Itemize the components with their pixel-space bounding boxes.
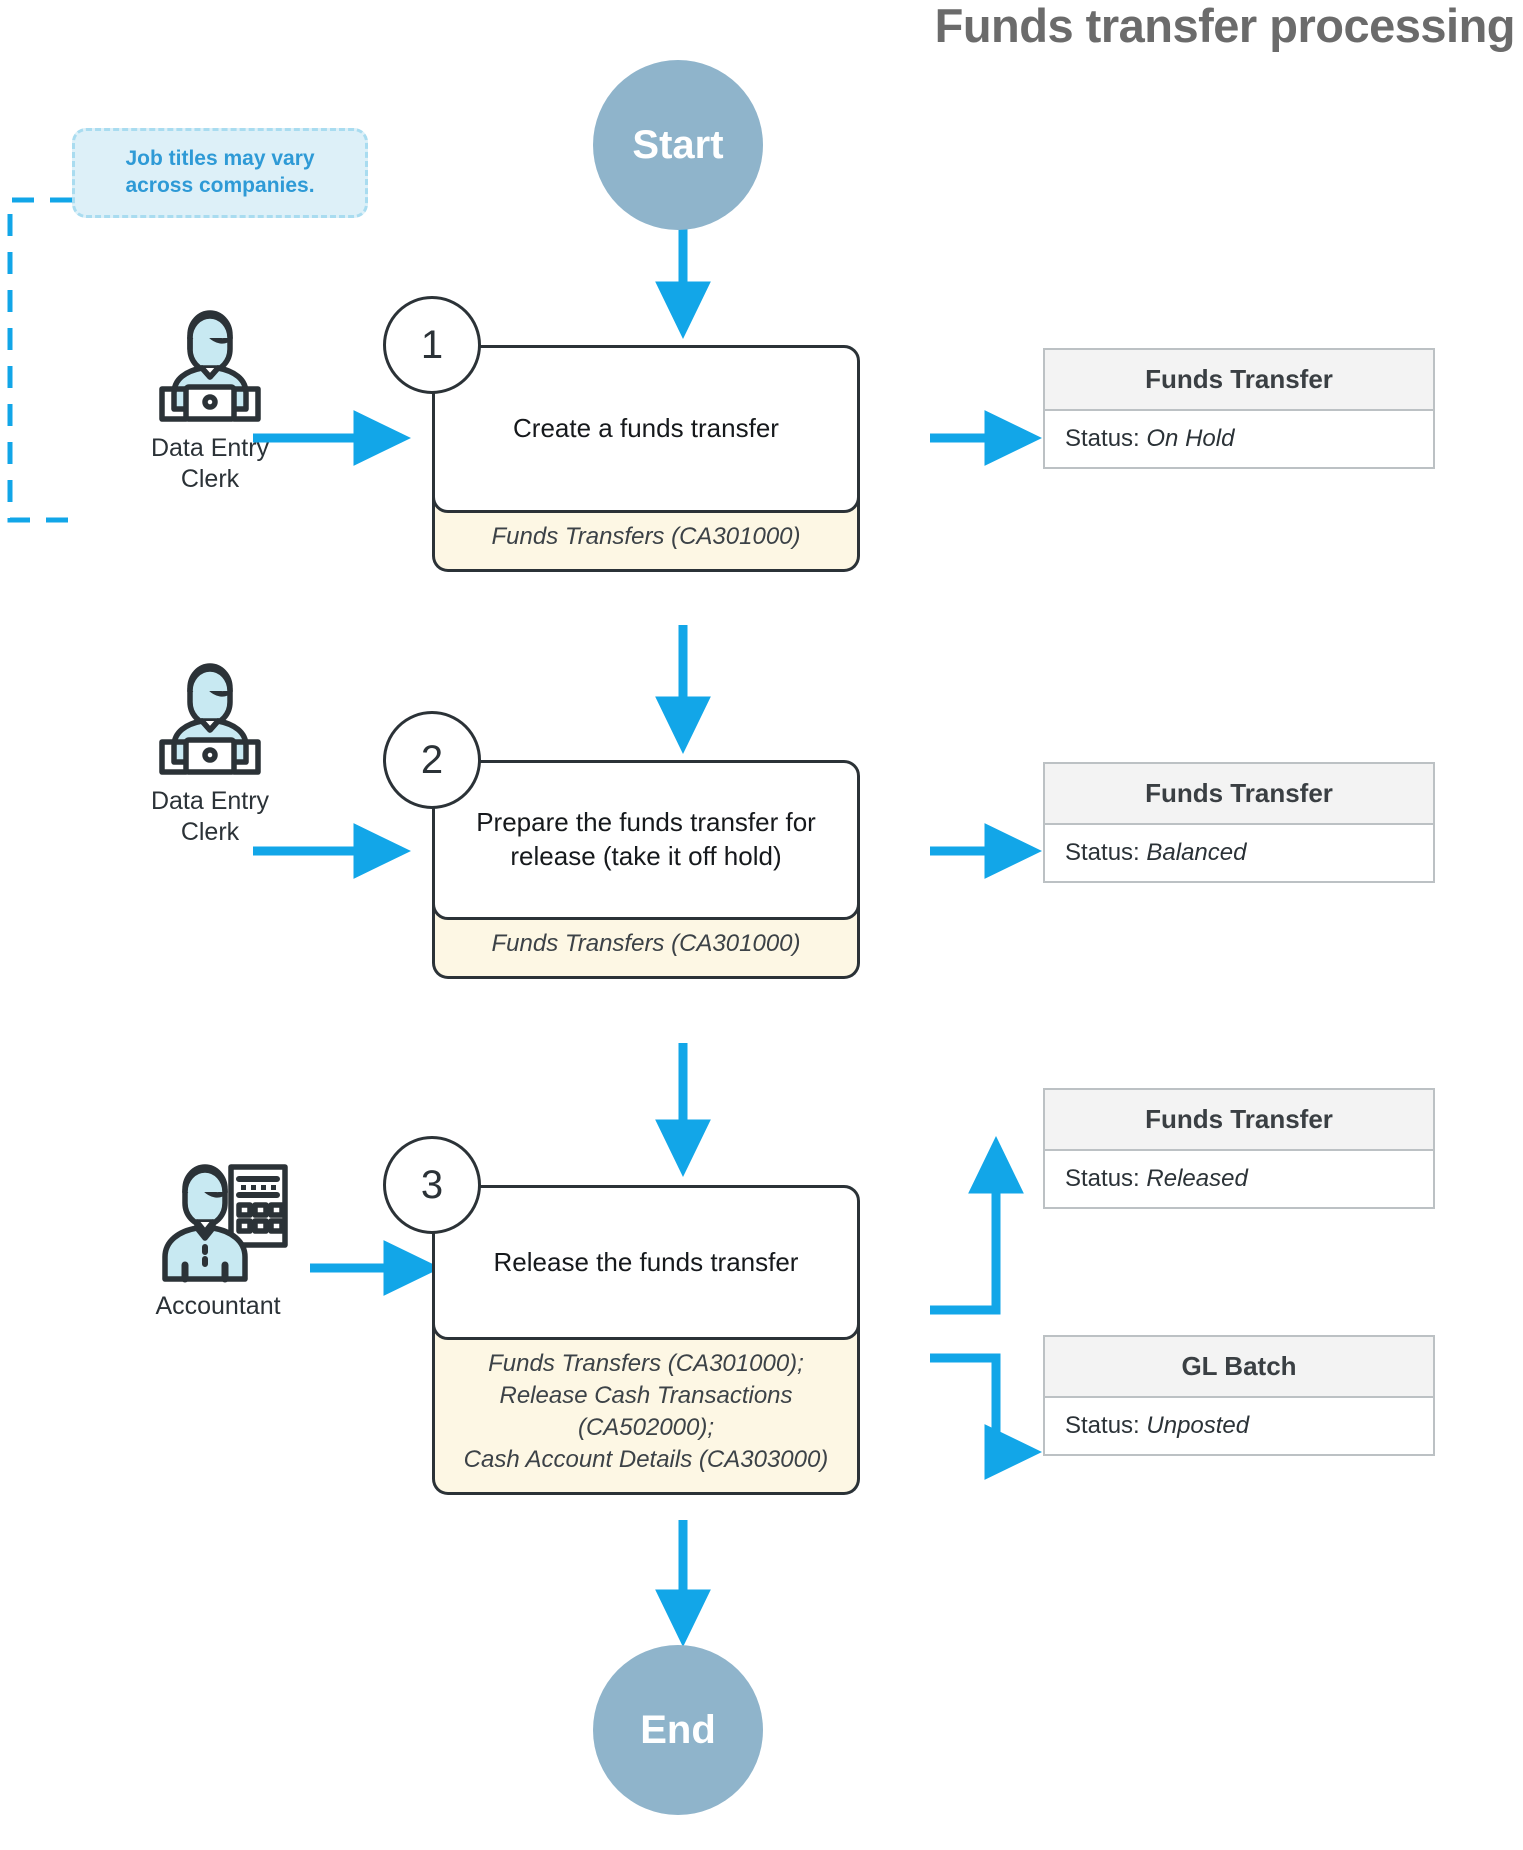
status-label: Status: [1065, 1412, 1140, 1439]
status-panel-value: Status: On Hold [1045, 411, 1433, 467]
process-step-1[interactable]: 1 Create a funds transfer Funds Transfer… [383, 296, 860, 572]
note-text: Job titles may vary across companies. [125, 147, 315, 197]
status-value: On Hold [1146, 425, 1235, 452]
actor-label: Data Entry Clerk [150, 434, 270, 493]
screen-reference: Cash Account Details (CA303000) [463, 1445, 829, 1473]
end-label: End [640, 1707, 716, 1752]
step-number-badge: 3 [383, 1136, 481, 1234]
screen-reference: Funds Transfers (CA301000) [491, 523, 801, 550]
note-connector-dashed [7, 197, 72, 523]
process-step-2[interactable]: 2 Prepare the funds transfer for release… [383, 711, 860, 979]
step-action-box[interactable]: 2 Prepare the funds transfer for release… [383, 711, 860, 920]
arrow-step3-to-status3 [930, 1136, 1024, 1315]
end-terminator: End [593, 1645, 763, 1815]
status-value: Released [1146, 1165, 1248, 1192]
actor-data-entry-clerk-2: Data Entry Clerk [110, 658, 310, 847]
status-value: Balanced [1146, 839, 1247, 866]
status-panel-title: GL Batch [1045, 1337, 1433, 1398]
step-action-box[interactable]: 3 Release the funds transfer [383, 1136, 860, 1340]
process-step-3[interactable]: 3 Release the funds transfer Funds Trans… [383, 1136, 860, 1495]
actor-data-entry-clerk-1: Data Entry Clerk [110, 305, 310, 494]
person-at-laptop-icon [159, 310, 261, 422]
step-action-text: Release the funds transfer [493, 1246, 799, 1277]
step-screen-references: Funds Transfers (CA301000); Release Cash… [432, 1324, 860, 1495]
actor-label: Accountant [155, 1292, 281, 1320]
step-action-text: Create a funds transfer [513, 413, 779, 444]
screen-reference: Funds Transfers (CA301000) [491, 930, 801, 957]
screen-reference: (CA502000); [577, 1413, 715, 1441]
person-at-laptop-icon [159, 663, 261, 775]
note-callout: Job titles may vary across companies. [72, 128, 368, 218]
step-action-text: Prepare the funds transfer for release (… [476, 807, 816, 871]
actor-accountant: Accountant [118, 1155, 318, 1322]
screen-reference: Release Cash Transactions [499, 1381, 793, 1409]
status-label: Status: [1065, 425, 1140, 452]
actor-label: Data Entry Clerk [150, 787, 270, 846]
start-label: Start [632, 122, 724, 167]
status-panel-value: Status: Balanced [1045, 825, 1433, 881]
status-panel-funds-transfer-on-hold: Funds Transfer Status: On Hold [1043, 348, 1435, 469]
status-panel-value: Status: Released [1045, 1151, 1433, 1207]
step-number-badge: 2 [383, 711, 481, 809]
status-value: Unposted [1146, 1412, 1250, 1439]
person-with-calculator-icon [162, 1164, 288, 1283]
status-panel-title: Funds Transfer [1045, 1090, 1433, 1151]
status-panel-title: Funds Transfer [1045, 764, 1433, 825]
status-label: Status: [1065, 839, 1140, 866]
arrow-step3-to-status4 [930, 1353, 1042, 1480]
start-terminator: Start [593, 60, 763, 230]
status-panel-title: Funds Transfer [1045, 350, 1433, 411]
status-panel-value: Status: Unposted [1045, 1398, 1433, 1454]
status-panel-funds-transfer-released: Funds Transfer Status: Released [1043, 1088, 1435, 1209]
screen-reference: Funds Transfers (CA301000); [488, 1350, 804, 1377]
step-number-badge: 1 [383, 296, 481, 394]
status-panel-gl-batch-unposted: GL Batch Status: Unposted [1043, 1335, 1435, 1456]
status-label: Status: [1065, 1165, 1140, 1192]
step-action-box[interactable]: 1 Create a funds transfer [383, 296, 860, 513]
status-panel-funds-transfer-balanced: Funds Transfer Status: Balanced [1043, 762, 1435, 883]
page-title: Funds transfer processing [934, 0, 1516, 52]
